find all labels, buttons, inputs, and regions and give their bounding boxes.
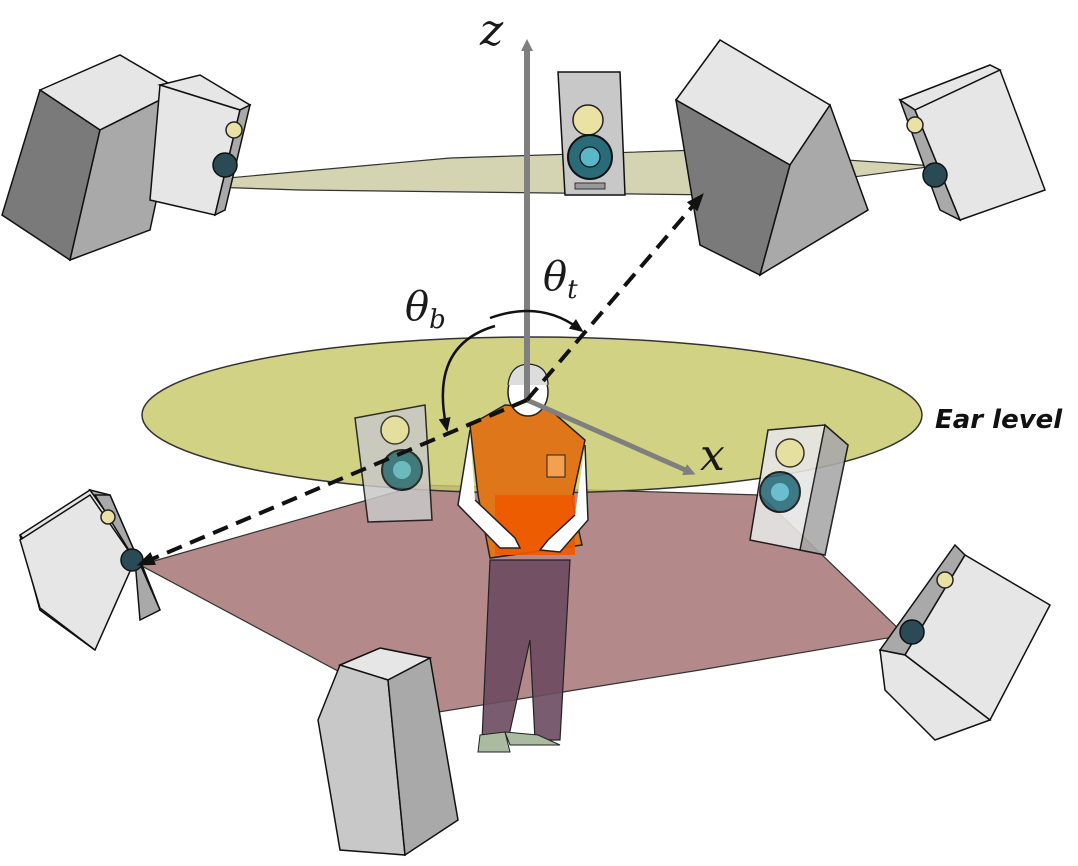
theta-b-arc [438, 324, 496, 432]
tweeter-icon [906, 116, 924, 134]
speaker-top-right-small [898, 64, 1046, 222]
speaker-ear-right [749, 423, 849, 556]
speaker-bottom-left [18, 488, 161, 652]
woofer-icon [899, 619, 925, 645]
speaker-bottom-right [878, 543, 1051, 741]
tweeter-icon [572, 104, 604, 136]
theta-t-arc [489, 309, 584, 333]
speaker-bottom-front [317, 647, 459, 857]
theta-t-subscript: t [567, 275, 578, 305]
theta-b-symbol: θ [405, 284, 429, 330]
tweeter-icon [936, 571, 954, 589]
z-axis-label: z [479, 5, 504, 56]
woofer-icon [922, 162, 948, 188]
tweeter-icon [775, 438, 805, 468]
theta-b-label: θb [405, 284, 446, 335]
woofer-icon [120, 548, 144, 572]
listener-figure [457, 363, 589, 753]
bottom-speaker-vector [136, 398, 528, 566]
theta-t-symbol: θ [543, 254, 567, 300]
woofer-icon [212, 152, 238, 178]
theta-t-label: θt [543, 254, 578, 305]
ear-level-label: Ear level [935, 405, 1063, 435]
x-axis-label: x [700, 430, 725, 481]
x-axis [525, 397, 696, 476]
speaker-top-right-large [674, 39, 869, 277]
speaker-top-left-large [1, 54, 182, 262]
tweeter-icon [225, 121, 243, 139]
theta-b-subscript: b [429, 305, 446, 335]
speaker-top-center [557, 71, 626, 196]
tweeter-icon [380, 415, 410, 445]
speaker-ear-left [354, 404, 433, 523]
speaker-top-left-small [149, 74, 252, 217]
tweeter-icon [100, 509, 116, 525]
top-speaker-vector [525, 193, 704, 402]
